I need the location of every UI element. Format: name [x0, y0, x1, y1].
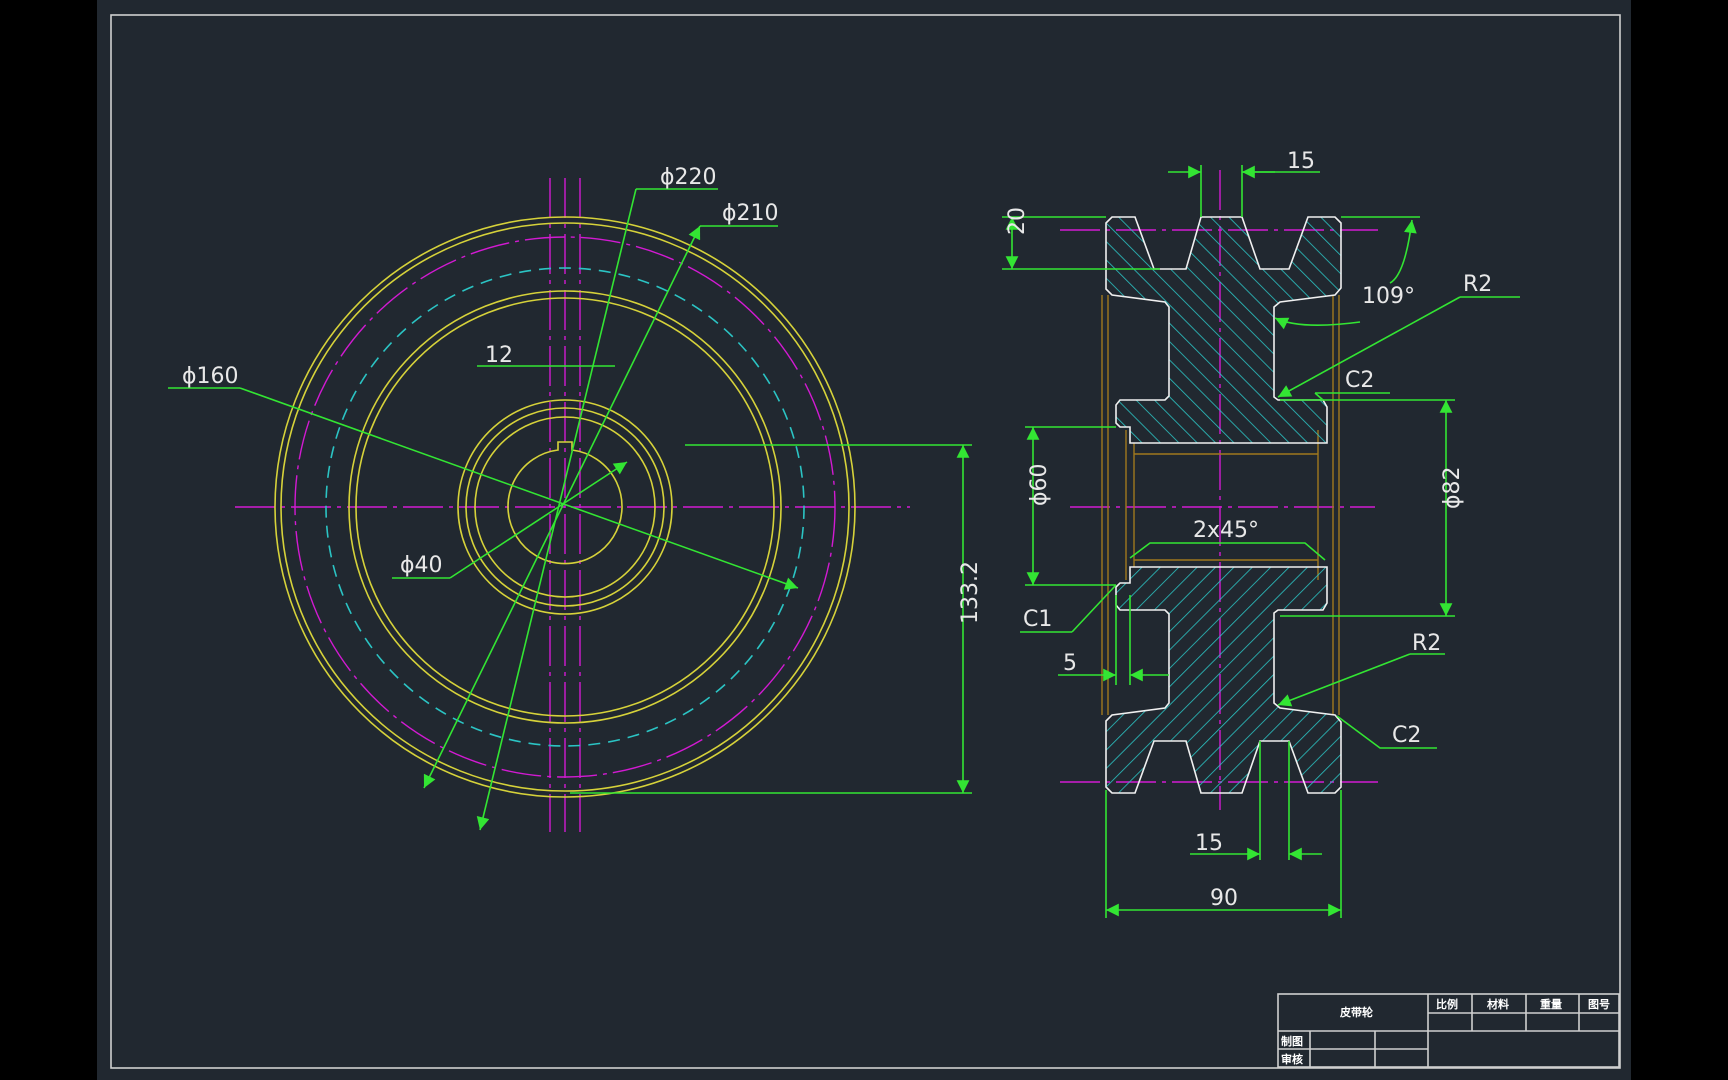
dim-h20: 20: [1005, 207, 1030, 235]
dim-d160: ϕ160: [182, 364, 239, 389]
section-view: 15 20 109° R2 C2 ϕ82 ϕ60 2x45° C1: [1002, 149, 1520, 918]
dim-d220: ϕ220: [660, 165, 717, 190]
dim-d60: ϕ60: [1027, 463, 1052, 506]
outer-rim-circle: [274, 216, 856, 798]
title-block: 皮带轮 比例 材料 重量 图号 制图 审核: [1277, 993, 1620, 1068]
dim-bottom15: 15: [1195, 831, 1223, 856]
c1-leader: [1071, 584, 1117, 633]
dim-h133: 133.2: [958, 561, 983, 624]
dim-d210: ϕ210: [722, 201, 779, 226]
dim-w5: 5: [1063, 651, 1077, 676]
outer-rim-circle-2: [280, 222, 850, 792]
checked-by-label: 审核: [1281, 1052, 1303, 1066]
drawing-title: 皮带轮: [1339, 1005, 1373, 1019]
dim-chamfer: 2x45°: [1193, 518, 1259, 543]
dim-c1: C1: [1023, 607, 1052, 632]
angle-arc-2: [1274, 317, 1361, 330]
header-scale: 比例: [1436, 997, 1458, 1011]
section-lower-half: [1105, 566, 1342, 794]
front-view: ϕ220 ϕ210 12 ϕ160 ϕ40 133.2: [168, 165, 983, 832]
d210-leader: [423, 225, 701, 789]
angle-arc: [1389, 219, 1417, 284]
drawn-by-label: 制图: [1281, 1034, 1303, 1048]
r2-top-leader: [1277, 296, 1461, 398]
drawing-canvas: [97, 0, 1631, 1080]
dim-w12: 12: [485, 343, 513, 368]
dim-top15: 15: [1287, 149, 1315, 174]
d40-leader: [449, 461, 628, 579]
r2-bottom-leader: [1277, 653, 1411, 707]
c2-top-leader: [1314, 392, 1324, 401]
dim-r2-bottom: R2: [1412, 631, 1441, 656]
d160-leader: [239, 387, 799, 590]
chamfer-leader: [1129, 542, 1326, 561]
dim-r2-top: R2: [1463, 272, 1492, 297]
c2-bottom-leader: [1336, 715, 1437, 749]
section-upper-half: [1105, 216, 1342, 444]
dim-c2-bottom: C2: [1392, 723, 1421, 748]
dim-c2-top: C2: [1345, 368, 1374, 393]
header-drawing-number: 图号: [1588, 998, 1610, 1011]
dim-d82: ϕ82: [1440, 466, 1465, 509]
header-material: 材料: [1487, 997, 1509, 1011]
dim-d40: ϕ40: [400, 553, 443, 578]
drawing-border: [110, 14, 1621, 1069]
header-weight: 重量: [1540, 997, 1562, 1011]
hidden-edges: [1101, 295, 1340, 715]
dim-w90: 90: [1210, 886, 1238, 911]
dim-angle: 109°: [1362, 284, 1415, 309]
